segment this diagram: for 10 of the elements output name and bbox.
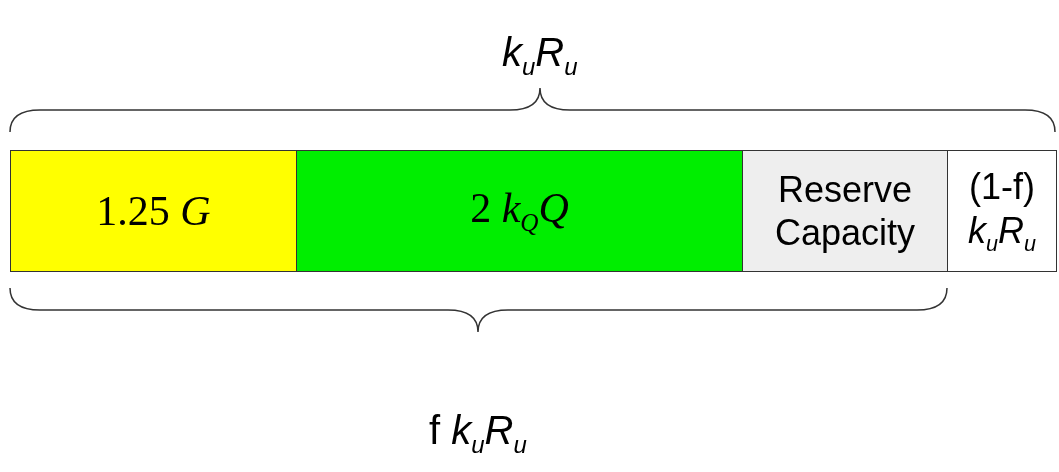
segment-label: Reserve Capacity: [773, 167, 917, 255]
segment-label: 1.25 G: [96, 186, 211, 236]
segment-label: 2 k$_{Q}$Q: [470, 184, 569, 239]
bar-segment: [296, 150, 743, 272]
brace-label: f k$_{u}$R$_{u}$: [429, 408, 527, 459]
brace-label: k$_{u}$R$_{u}$: [502, 30, 578, 81]
segment-label: (1-f) k$_{u}$R$_{u}$: [967, 165, 1037, 257]
bar-segment: [947, 150, 1057, 272]
bar-segment: [742, 150, 948, 272]
bar-segment: [10, 150, 297, 272]
